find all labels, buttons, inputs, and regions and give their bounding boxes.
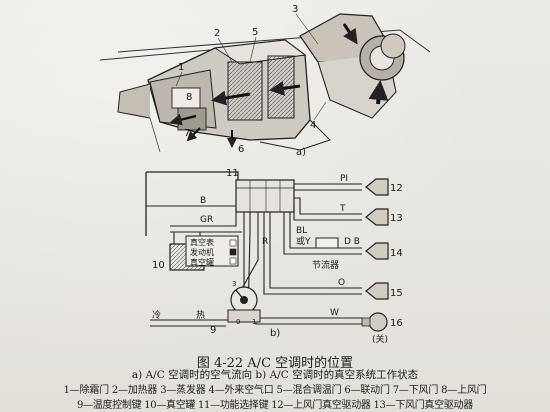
callout-7: 7 — [184, 128, 190, 139]
callout-10: 10 — [152, 260, 165, 271]
callout-14: 14 — [390, 248, 403, 259]
panel-text-engine: 发动机 — [190, 247, 214, 257]
callout-2: 2 — [214, 28, 220, 39]
callout-15: 15 — [390, 288, 403, 299]
panel-text-gauge: 真空表 — [190, 237, 214, 247]
dial-tick-1: 1 — [252, 318, 256, 326]
diagram-a-hvac-unit — [99, 13, 431, 153]
callout-13: 13 — [390, 213, 403, 224]
callout-4: 4 — [310, 120, 316, 131]
hose-label-w: W — [330, 308, 339, 318]
diagram-b-vacuum-system — [145, 171, 389, 332]
diagram-a-label: a) — [296, 147, 306, 158]
diagram-a-callouts: 1 2 3 4 5 6 7 8 a) — [175, 4, 327, 158]
figure-legend-line-1: 1—除霜门 2—加热器 3—蒸发器 4—外来空气口 5—混合调温门 6—联动门 … — [63, 385, 487, 396]
panel-text-tank: 真空罐 — [190, 257, 214, 267]
callout-11: 11 — [226, 168, 239, 179]
callout-9: 9 — [210, 325, 216, 336]
hose-label-o: O — [338, 278, 345, 288]
hose-label-gr: GR — [200, 215, 213, 225]
diagram-b-label: b) — [270, 328, 280, 339]
callout-12: 12 — [390, 183, 403, 194]
callout-5: 5 — [252, 27, 258, 38]
hose-label-b: B — [200, 196, 206, 206]
open-label: (关) — [372, 333, 388, 345]
hot-label: 热 — [196, 309, 205, 321]
figure-caption: 图 4-22 A/C 空调时的位置 — [196, 356, 354, 371]
dial-tick-3: 3 — [232, 280, 236, 288]
callout-16: 16 — [390, 318, 403, 329]
figure-subcaption: a) A/C 空调时的空气流向 b) A/C 空调时的真空系统工作状态 — [131, 369, 419, 381]
hose-label-y: 或Y — [296, 235, 311, 247]
callout-8: 8 — [186, 92, 192, 103]
cold-label: 冷 — [152, 309, 161, 321]
hose-label-db: D B — [344, 237, 360, 247]
hose-label-r: R — [262, 237, 268, 247]
hose-label-pi: PI — [340, 174, 348, 184]
diagram-b-labels: 11 12 13 14 15 16 10 9 b) B GR R PI T BL… — [152, 168, 403, 345]
hose-label-bl: BL — [296, 226, 307, 236]
callout-3: 3 — [292, 4, 298, 15]
hose-label-t: T — [339, 204, 346, 214]
dial-tick-0: 0 — [236, 318, 240, 326]
restrictor-label: 节流器 — [312, 259, 339, 271]
callout-6: 6 — [238, 144, 244, 155]
callout-1: 1 — [178, 62, 184, 73]
figure-legend-line-2: 9—温度控制键 10—真空罐 11—功能选择键 12—上风门真空驱动器 13—下… — [77, 400, 473, 411]
